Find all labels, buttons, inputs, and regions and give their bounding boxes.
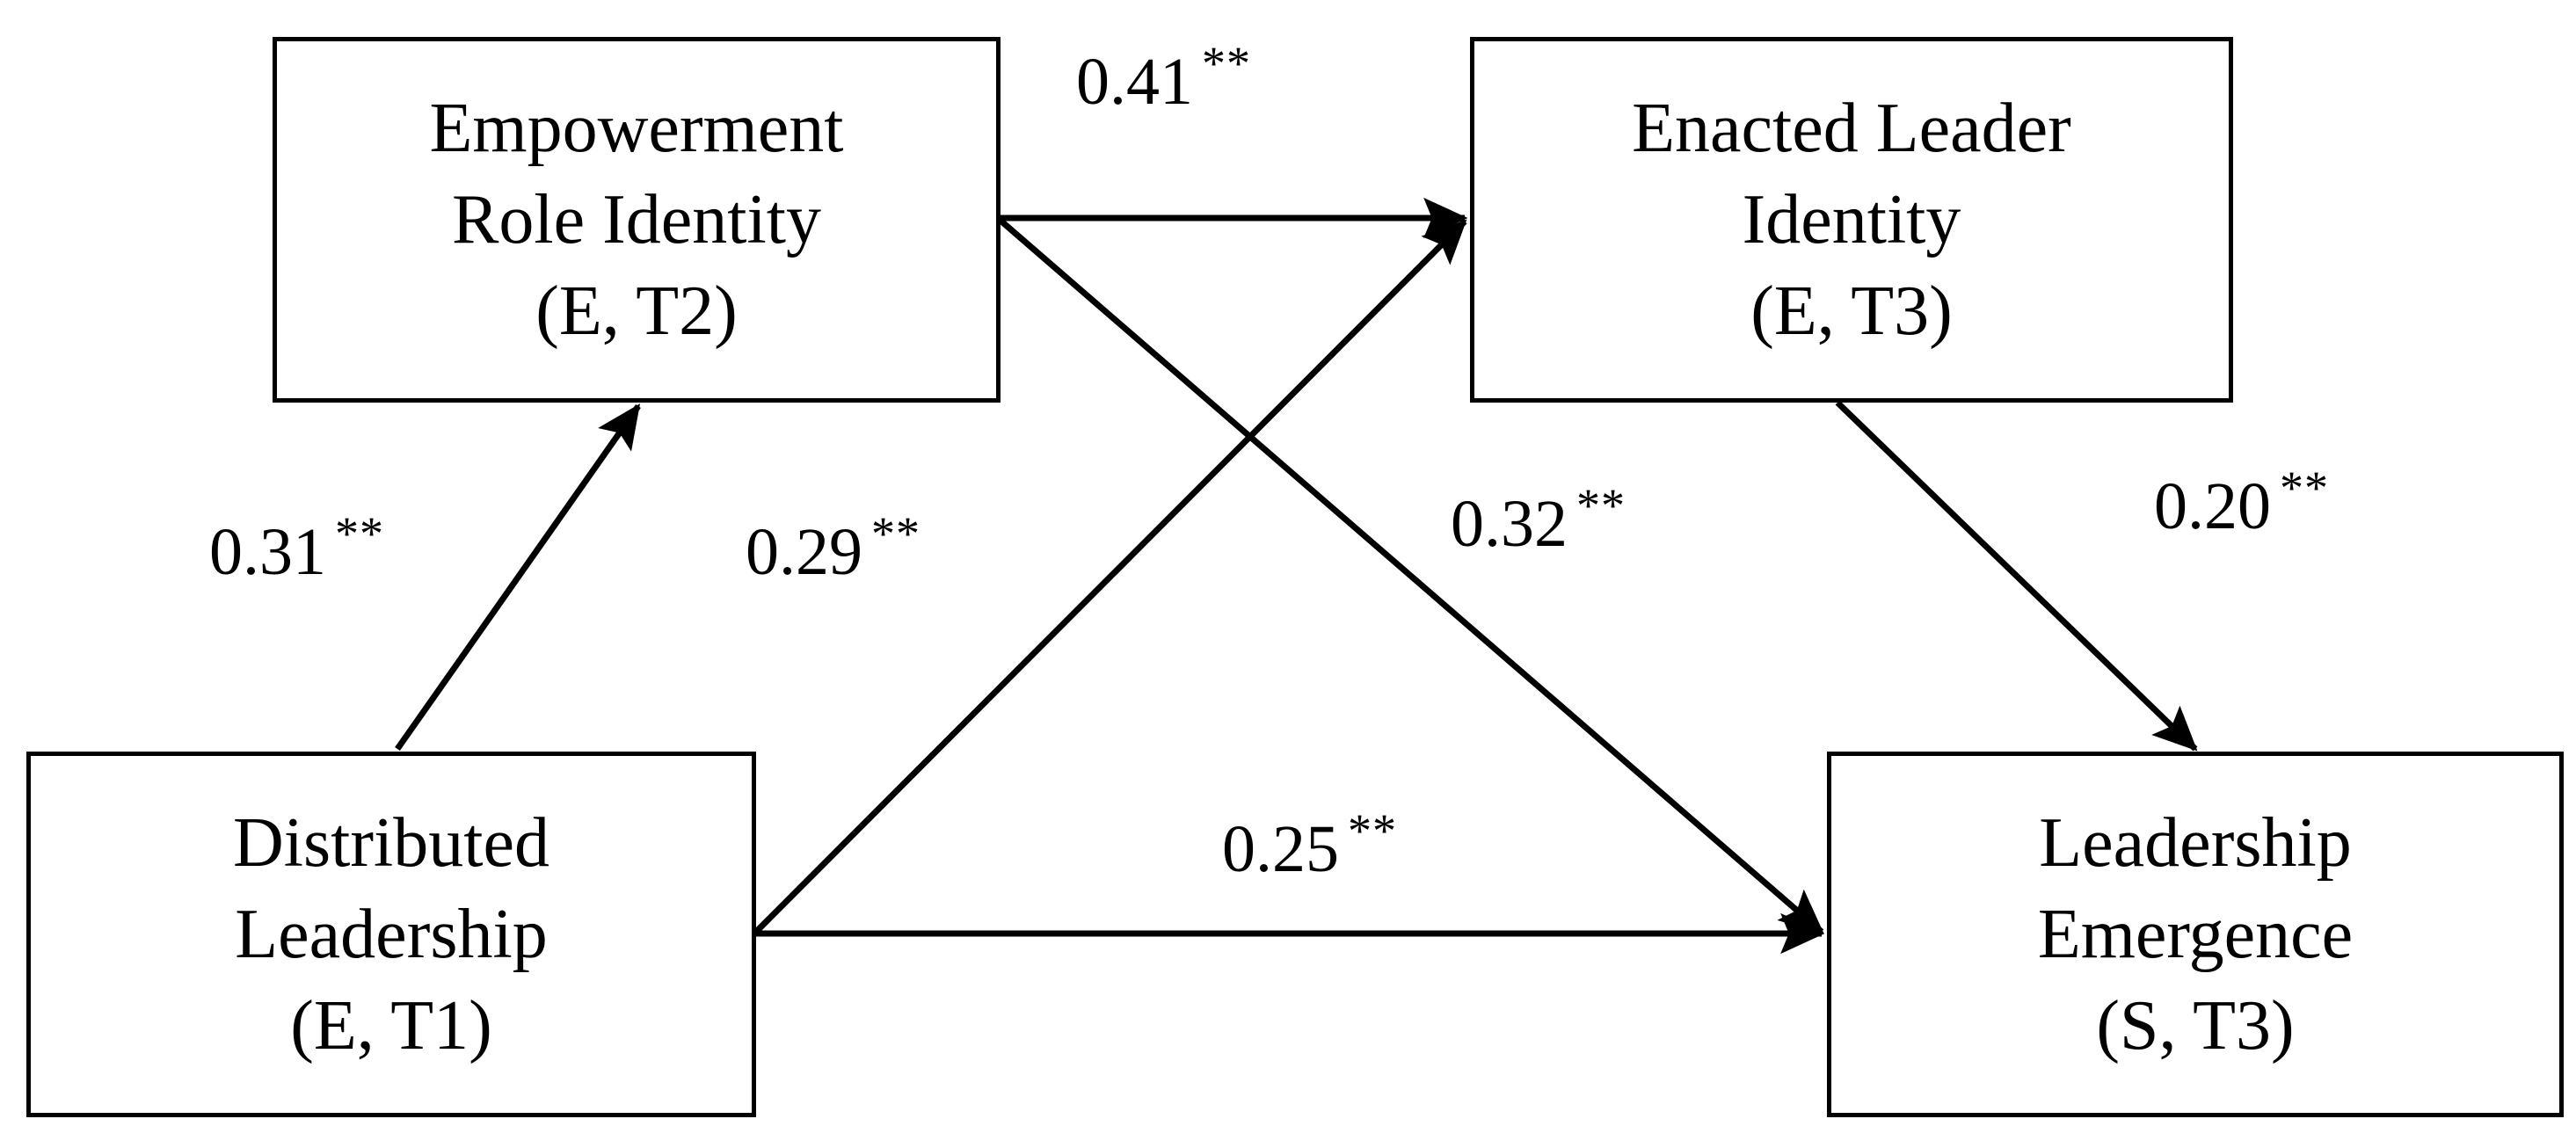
node-label-line3: (S, T3)	[2096, 987, 2295, 1064]
significance-stars: **	[335, 507, 384, 560]
significance-stars: **	[2280, 461, 2329, 514]
node-leadership-emergence[interactable]: Leadership Emergence (S, T3)	[1827, 752, 2564, 1117]
coefficient-value: 0.31	[209, 515, 326, 589]
coefficient-value: 0.29	[746, 515, 862, 589]
coefficient-value: 0.25	[1222, 812, 1339, 886]
node-enacted-leader-identity[interactable]: Enacted Leader Identity (E, T3)	[1470, 37, 2233, 403]
node-label-line1: Distributed	[233, 804, 549, 882]
coefficient-value: 0.41	[1076, 45, 1193, 119]
node-label-line1: Empowerment	[429, 90, 844, 167]
node-label-line2: Emergence	[2037, 896, 2354, 973]
edge-label-empowerment-to-emergence: 0.29**	[746, 510, 921, 585]
edge-label-distributed-to-empowerment: 0.31**	[209, 510, 384, 585]
node-label-line3: (E, T3)	[1750, 272, 1953, 350]
significance-stars: **	[1202, 37, 1251, 90]
edge-distributed-to-enacted	[753, 219, 1467, 934]
edge-distributed-to-empowerment	[395, 403, 641, 752]
node-distributed-leadership[interactable]: Distributed Leadership (E, T1)	[26, 752, 756, 1117]
edge-enacted-to-emergence	[1835, 400, 2198, 752]
significance-stars: **	[871, 507, 921, 560]
significance-stars: **	[1576, 479, 1626, 532]
coefficient-value: 0.20	[2154, 469, 2271, 543]
node-label-line2: Leadership	[235, 896, 548, 973]
edge-label-empowerment-to-enacted: 0.41**	[1076, 40, 1251, 115]
edge-label-distributed-to-emergence: 0.25**	[1222, 807, 1397, 883]
node-label-line3: (E, T1)	[290, 987, 492, 1064]
node-empowerment-role-identity[interactable]: Empowerment Role Identity (E, T2)	[273, 37, 1001, 403]
node-label-line3: (E, T2)	[535, 272, 738, 350]
edge-label-enacted-to-emergence: 0.20**	[2154, 464, 2329, 540]
node-label-line2: Identity	[1742, 181, 1961, 258]
node-label-line2: Role Identity	[452, 181, 821, 258]
node-label-line1: Leadership	[2039, 804, 2352, 882]
edge-label-distributed-to-enacted: 0.32**	[1451, 482, 1626, 557]
node-label-line1: Enacted Leader	[1632, 90, 2071, 167]
edge-empowerment-to-emergence	[997, 217, 1824, 934]
significance-stars: **	[1348, 804, 1397, 857]
coefficient-value: 0.32	[1451, 487, 1568, 561]
